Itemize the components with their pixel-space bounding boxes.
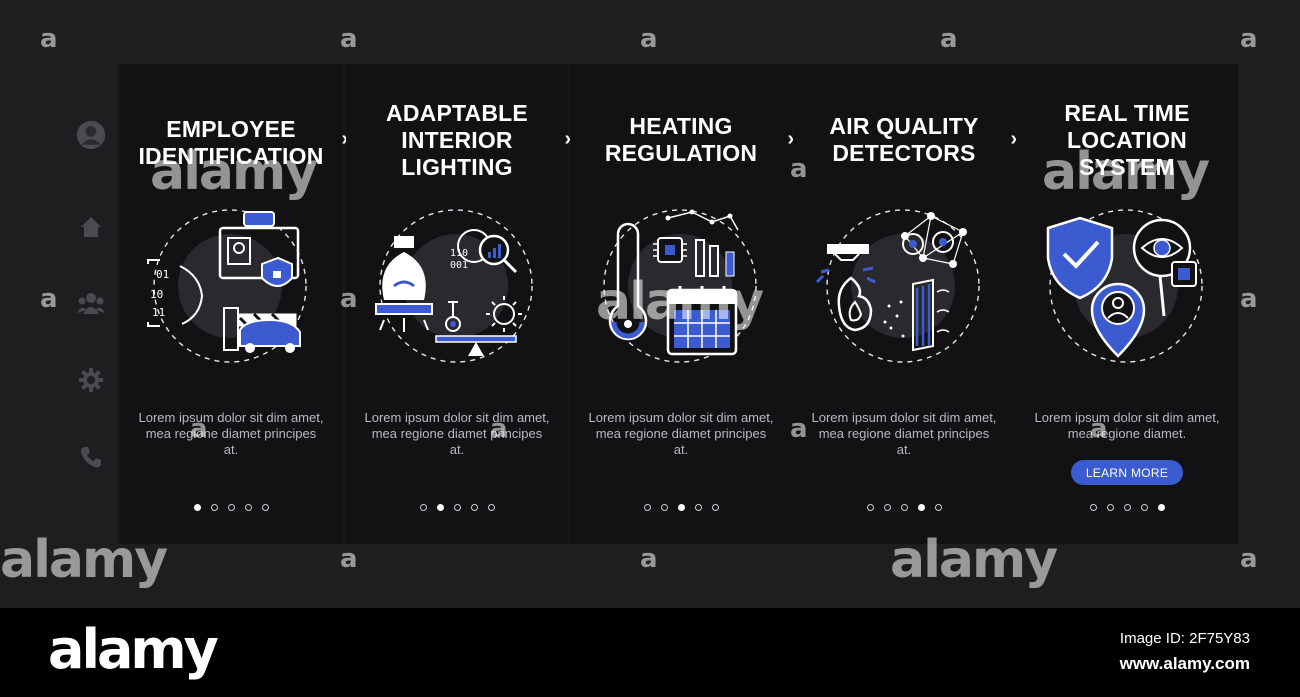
pagination-dots bbox=[120, 504, 342, 511]
screen-description: Lorem ipsum dolor sit dim amet, mea regi… bbox=[138, 410, 324, 457]
watermark: a bbox=[1240, 24, 1258, 54]
learn-more-button[interactable]: LEARN MORE bbox=[1071, 460, 1183, 485]
screen-title: AIR QUALITY DETECTORS bbox=[793, 113, 1015, 167]
page-dot[interactable] bbox=[917, 504, 925, 511]
page-dot[interactable] bbox=[934, 504, 942, 511]
title-line: SYSTEM bbox=[1079, 154, 1175, 180]
title-line: HEATING bbox=[629, 113, 733, 139]
title-line: LIGHTING bbox=[401, 154, 513, 180]
screen-description: Lorem ipsum dolor sit dim amet, mea regi… bbox=[811, 410, 997, 457]
title-line: INTERIOR bbox=[401, 127, 513, 153]
page-dot[interactable] bbox=[436, 504, 444, 511]
user-icon[interactable] bbox=[76, 120, 106, 150]
watermark: a bbox=[490, 414, 508, 444]
svg-text:110: 110 bbox=[450, 248, 468, 259]
watermark: a bbox=[1090, 414, 1108, 444]
interior-lighting-illustration: 110 001 bbox=[375, 209, 533, 363]
pagination-dots bbox=[793, 504, 1015, 511]
pagination-dots bbox=[1016, 504, 1238, 511]
image-id: Image ID: 2F75Y83 bbox=[1119, 630, 1250, 647]
page-dot[interactable] bbox=[643, 504, 651, 511]
screen-description: Lorem ipsum dolor sit dim amet, mea regi… bbox=[588, 410, 774, 457]
page-dot[interactable] bbox=[227, 504, 235, 511]
watermark: a bbox=[640, 24, 658, 54]
watermark: a bbox=[940, 24, 958, 54]
page-dot[interactable] bbox=[453, 504, 461, 511]
svg-text:10: 10 bbox=[150, 288, 163, 301]
watermark: a bbox=[190, 414, 208, 444]
watermark: a bbox=[40, 24, 58, 54]
watermark: a bbox=[1240, 284, 1258, 314]
air-quality-detectors-illustration bbox=[815, 209, 980, 363]
page-dot[interactable] bbox=[1157, 504, 1165, 511]
watermark: a bbox=[40, 284, 58, 314]
watermark: a bbox=[640, 544, 658, 574]
watermark: a bbox=[790, 154, 808, 184]
screen-title: ADAPTABLE INTERIOR LIGHTING bbox=[346, 100, 568, 181]
watermark: a bbox=[340, 544, 358, 574]
page-dot[interactable] bbox=[261, 504, 269, 511]
screen-description: Lorem ipsum dolor sit dim amet, mea regi… bbox=[1034, 410, 1220, 441]
title-line: LOCATION bbox=[1067, 127, 1187, 153]
settings-icon[interactable] bbox=[76, 365, 106, 395]
page-dot[interactable] bbox=[660, 504, 668, 511]
page-dot[interactable] bbox=[210, 504, 218, 511]
watermark: alamy bbox=[890, 530, 1058, 590]
page-dot[interactable] bbox=[711, 504, 719, 511]
page-dot[interactable] bbox=[487, 504, 495, 511]
watermark: alamy bbox=[150, 142, 318, 202]
svg-text:01: 01 bbox=[156, 268, 169, 281]
screen-title: REAL TIME LOCATION SYSTEM bbox=[1016, 100, 1238, 181]
watermark: alamy bbox=[596, 272, 764, 332]
location-system-illustration bbox=[1046, 209, 1203, 363]
screen-title: HEATING REGULATION bbox=[570, 113, 792, 167]
watermark: alamy bbox=[0, 530, 168, 590]
title-line: REAL TIME bbox=[1064, 100, 1190, 126]
screen-title: EMPLOYEE IDENTIFICATION bbox=[120, 116, 342, 170]
title-line: ADAPTABLE bbox=[386, 100, 528, 126]
watermark: alamy bbox=[1042, 142, 1210, 202]
page-dot[interactable] bbox=[1089, 504, 1097, 511]
footer-bar bbox=[0, 608, 1300, 697]
group-icon[interactable] bbox=[76, 288, 106, 318]
watermark: a bbox=[340, 24, 358, 54]
page-dot[interactable] bbox=[866, 504, 874, 511]
page-dot[interactable] bbox=[694, 504, 702, 511]
page-dot[interactable] bbox=[677, 504, 685, 511]
onboarding-screen-4: AIR QUALITY DETECTORS Lorem ipsum dolor … bbox=[793, 64, 1015, 544]
page-dot[interactable] bbox=[244, 504, 252, 511]
pagination-dots bbox=[570, 504, 792, 511]
alamy-logo: alamy bbox=[48, 618, 219, 681]
site-url[interactable]: www.alamy.com bbox=[1119, 654, 1250, 673]
home-icon[interactable] bbox=[76, 212, 106, 242]
title-line: IDENTIFICATION bbox=[138, 143, 324, 169]
phone-icon[interactable] bbox=[76, 442, 106, 472]
page-dot[interactable] bbox=[470, 504, 478, 511]
title-line: AIR QUALITY bbox=[829, 113, 979, 139]
screen-description: Lorem ipsum dolor sit dim amet, mea regi… bbox=[364, 410, 550, 457]
watermark: a bbox=[1240, 544, 1258, 574]
heating-regulation-illustration bbox=[603, 209, 757, 363]
page-dot[interactable] bbox=[419, 504, 427, 511]
pagination-dots bbox=[346, 504, 568, 511]
page-dot[interactable] bbox=[900, 504, 908, 511]
page-dot[interactable] bbox=[1106, 504, 1114, 511]
employee-identification-illustration: 01 10 11 bbox=[147, 209, 307, 363]
title-line: REGULATION bbox=[604, 140, 758, 166]
page-dot[interactable] bbox=[1123, 504, 1131, 511]
onboarding-screen-5: REAL TIME LOCATION SYSTEM Lorem ipsum do… bbox=[1016, 64, 1238, 544]
onboarding-screen-2: ADAPTABLE INTERIOR LIGHTING 110 001 Lore… bbox=[346, 64, 568, 544]
title-line: DETECTORS bbox=[832, 140, 976, 166]
onboarding-screen-1: EMPLOYEE IDENTIFICATION 01 10 11 Lorem i… bbox=[120, 64, 342, 544]
page-dot[interactable] bbox=[883, 504, 891, 511]
onboarding-screen-3: HEATING REGULATION Lorem ipsum dolor sit… bbox=[570, 64, 792, 544]
svg-text:11: 11 bbox=[152, 306, 165, 319]
watermark: a bbox=[340, 284, 358, 314]
watermark: a bbox=[790, 414, 808, 444]
page-dot[interactable] bbox=[1140, 504, 1148, 511]
title-line: EMPLOYEE bbox=[166, 116, 296, 142]
page-dot[interactable] bbox=[193, 504, 201, 511]
svg-text:001: 001 bbox=[450, 260, 468, 271]
